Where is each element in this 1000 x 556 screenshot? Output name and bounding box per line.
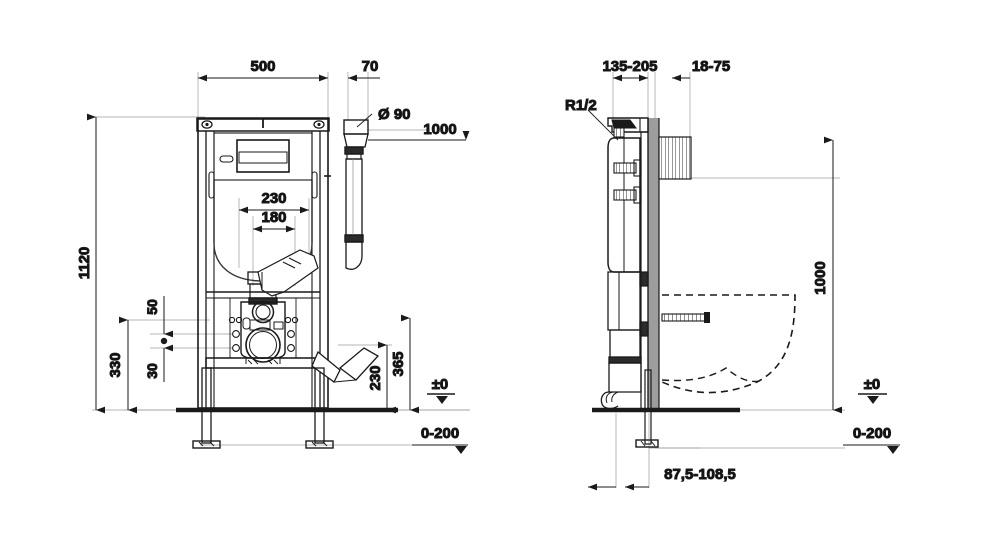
level-zero-side: ±0 — [858, 376, 887, 404]
dim-18-75-label: 18-75 — [692, 58, 730, 75]
dim-0-200-side: 0-200 — [843, 425, 900, 454]
dim-180: 180 — [253, 209, 295, 233]
level-zero-front: ±0 — [427, 376, 455, 404]
dim-50-label: 50 — [144, 299, 160, 315]
dim-0-200-front: 0-200 — [412, 425, 468, 454]
dim-230-lower: 230 — [367, 341, 396, 414]
dim-70: 70 — [348, 58, 380, 82]
dim-diameter-90: Ø 90 — [356, 106, 411, 128]
dim-500: 500 — [198, 58, 328, 82]
dim-30-label: 30 — [144, 363, 160, 379]
dim-135-205: 135-205 — [602, 58, 658, 82]
dim-230-top: 230 — [239, 190, 309, 214]
dim-1000-side-label: 1000 — [812, 261, 829, 294]
front-extension-lines — [92, 72, 470, 446]
dim-1000-front: 1000 — [368, 121, 470, 141]
dim-330-label: 330 — [107, 352, 124, 377]
dim-230-top-label: 230 — [261, 190, 286, 207]
dim-180-label: 180 — [261, 209, 286, 226]
dim-diameter-90-label: Ø 90 — [378, 106, 411, 123]
dim-1120-label: 1120 — [76, 247, 93, 280]
dim-50: 50 — [144, 296, 173, 345]
wall-section — [647, 118, 660, 410]
dim-r-half: R1/2 — [565, 97, 619, 141]
dim-365: 365 — [390, 314, 419, 414]
bolt-center-mark — [160, 337, 168, 345]
dim-70-label: 70 — [362, 58, 379, 75]
dim-0-200-side-label: 0-200 — [853, 425, 891, 442]
side-frame-body — [592, 117, 796, 448]
dim-1000-front-label: 1000 — [423, 121, 456, 138]
dim-87-5-108-5-label: 87,5-108,5 — [664, 466, 736, 483]
dim-330: 330 — [107, 316, 137, 414]
dim-30: 30 — [144, 344, 173, 382]
level-zero-front-label: ±0 — [432, 376, 449, 393]
dim-365-label: 365 — [390, 351, 407, 376]
dim-230-lower-label: 230 — [367, 365, 384, 390]
dim-1000-side: 1000 — [812, 136, 842, 414]
dim-18-75: 18-75 — [672, 58, 731, 82]
front-view-group: 500 70 Ø 90 1000 1120 330 — [76, 58, 470, 454]
level-zero-side-label: ±0 — [864, 376, 881, 393]
dim-500-label: 500 — [250, 58, 275, 75]
dim-r-half-label: R1/2 — [565, 97, 597, 114]
dim-1120: 1120 — [76, 113, 105, 414]
front-frame-body — [176, 117, 398, 449]
dim-135-205-label: 135-205 — [602, 58, 657, 75]
dim-87-5-108-5: 87,5-108,5 — [588, 466, 736, 491]
dim-0-200-front-label: 0-200 — [421, 425, 459, 442]
side-view-group: 135-205 18-75 R1/2 1000 ±0 0-200 — [565, 58, 900, 491]
